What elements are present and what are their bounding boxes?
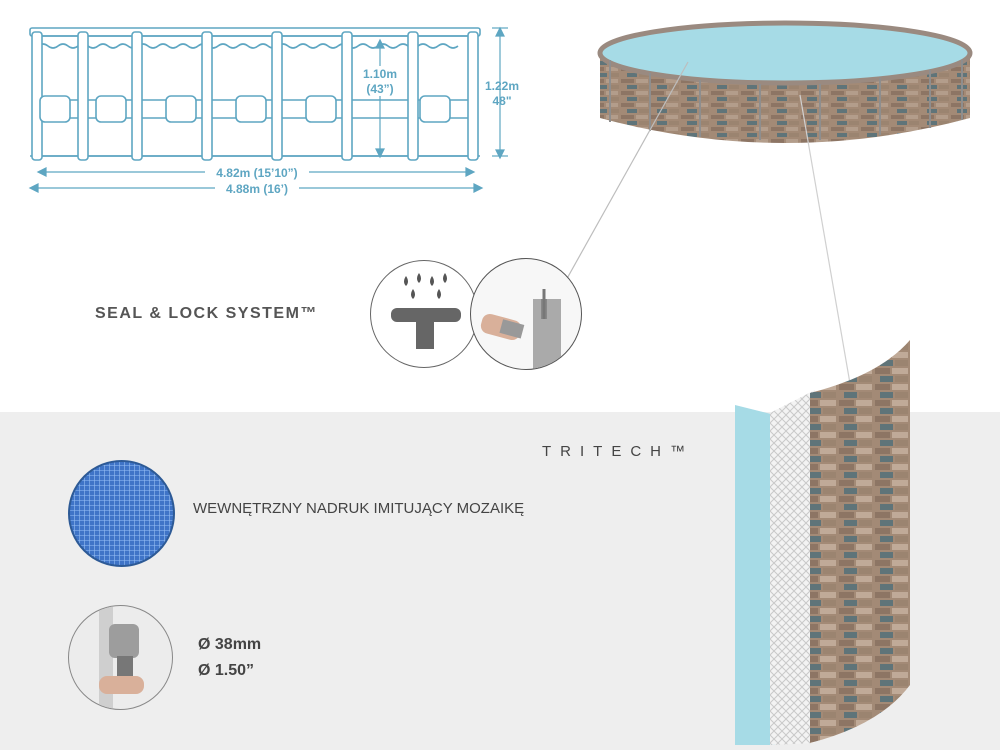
- outer-height-label: 1.22m: [485, 79, 519, 93]
- pool-dimension-diagram: 1.10m (43”) 1.22m 48" 4.82m (15’10”) 4.8…: [28, 26, 519, 196]
- hose-diameter-inches: Ø 1.50”: [198, 662, 255, 679]
- inner-height-label: 1.10m: [363, 67, 397, 81]
- mosaic-print-label: WEWNĘTRZNY NADRUK IMITUJĄCY MOZAIKĘ: [193, 500, 525, 517]
- inner-height-inches-label: (43”): [366, 82, 393, 96]
- mosaic-print-swatch: [68, 460, 175, 567]
- hose-connection-image: [68, 605, 173, 710]
- pool-product-image: [597, 20, 973, 143]
- tritech-label: TRITECH™: [542, 443, 694, 460]
- pipe-connection-icon: [480, 289, 561, 369]
- hose-diameter-mm: Ø 38mm: [198, 636, 262, 653]
- stone-print-layer: [810, 340, 910, 743]
- inner-liner-layer: [735, 405, 775, 745]
- pipe-connection-circle: [470, 258, 582, 370]
- seal-lock-label: SEAL & LOCK SYSTEM™: [95, 305, 318, 322]
- water-drops-icon: [391, 273, 461, 349]
- hose-fitting-icon: [99, 606, 144, 709]
- outer-width-label: 4.88m (16’): [226, 182, 288, 196]
- seal-diagram-circle: [370, 260, 478, 368]
- wall-layers-cutaway: [735, 340, 910, 745]
- mesh-core-layer: [770, 390, 815, 745]
- inner-width-label: 4.82m (15’10”): [216, 166, 297, 180]
- outer-height-inches-label: 48": [492, 94, 511, 108]
